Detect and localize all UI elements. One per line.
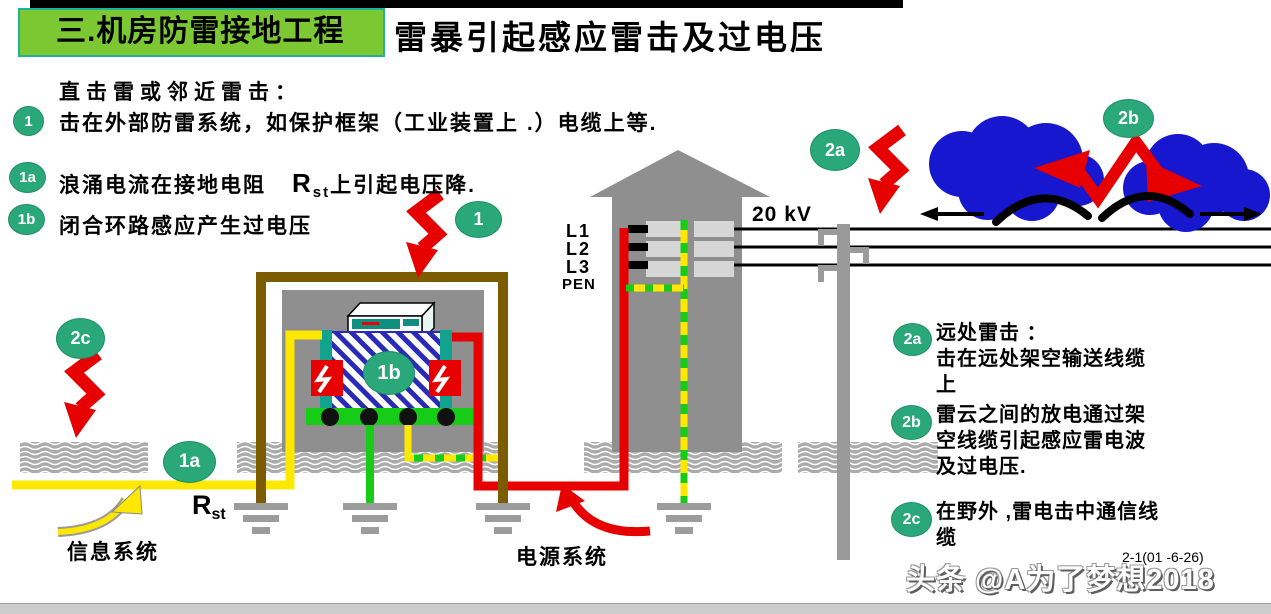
note-2b-line2: 空线缆引起感应雷电波 xyxy=(936,430,1146,452)
resistance-subscript: st xyxy=(312,184,331,201)
resistance-symbol: R xyxy=(292,168,313,198)
lightning-bolt-1 xyxy=(406,194,440,278)
note-1a-text: 浪涌电流在接地电阻 Rst上引起电压降. xyxy=(59,168,476,201)
lightning-protection-frame xyxy=(256,272,508,503)
label-pen: PEN xyxy=(562,276,596,293)
badge-2c-note: 2c xyxy=(891,502,932,537)
label-l3: L3 xyxy=(566,257,592,277)
bottom-gray-bar xyxy=(0,603,1271,614)
label-20kv: 20 kV xyxy=(752,203,812,226)
lightning-bolt-2c xyxy=(64,354,98,438)
lightning-bolt-2a xyxy=(868,130,902,214)
badge-1a-diagram: 1a xyxy=(163,441,216,483)
note-2c-line1: 在野外 ,雷电击中通信线 xyxy=(936,501,1160,523)
pe-conductor-tower xyxy=(626,220,688,506)
label-info-system: 信息系统 xyxy=(67,541,159,564)
badge-2b-diagram: 2b xyxy=(1103,99,1154,138)
badge-2b-note: 2b xyxy=(891,405,932,440)
label-power-system: 电源系统 xyxy=(516,546,608,569)
note-2c: 在野外 ,雷电击中通信线 缆 xyxy=(936,499,1159,551)
page-title: 雷暴引起感应雷击及过电压 xyxy=(394,19,826,56)
note-2a: 远处雷击 ： 击在远处架空输送线缆 上 xyxy=(936,320,1146,398)
badge-1b: 1b xyxy=(8,204,45,235)
note-1b-text: 闭合环路感应产生过电压 xyxy=(59,215,312,238)
rst-symbol: R xyxy=(192,490,212,520)
rst-subscript: st xyxy=(211,506,226,523)
slide-reference: 2-1(01 -6-26) xyxy=(1122,549,1204,565)
note-2a-line3: 上 xyxy=(936,374,957,396)
note-1-text: 击在外部防雷系统，如保护框架（工业装置上 .）电缆上等. xyxy=(59,112,658,135)
info-cable-yellow xyxy=(12,330,322,490)
watermark: 头条 @A为了梦想2018 xyxy=(906,564,1215,596)
power-lines xyxy=(734,227,1271,267)
note-2c-line2: 缆 xyxy=(936,527,957,549)
badge-2a-diagram: 2a xyxy=(810,129,860,171)
power-cable-red xyxy=(452,228,629,491)
induced-wave-arcs xyxy=(920,191,1262,226)
note-2b: 雷云之间的放电通过架 空线缆引起感应雷电波 及过电压. xyxy=(936,402,1146,480)
badge-1-diagram: 1 xyxy=(455,201,502,238)
note-1a-pre: 浪涌电流在接地电阻 xyxy=(59,174,266,197)
section-title: 三.机房防雷接地工程 xyxy=(56,15,345,48)
note-2b-line3: 及过电压. xyxy=(936,456,1027,478)
label-rst: Rst xyxy=(192,490,226,524)
bonding-conductor xyxy=(404,425,500,462)
top-black-bar xyxy=(30,0,903,8)
surge-protector-left xyxy=(311,360,343,396)
section-title-box: 三.机房防雷接地工程 xyxy=(18,8,385,57)
label-l1: L1 xyxy=(566,221,592,241)
badge-1a: 1a xyxy=(9,162,46,193)
note-2a-line1: 远处雷击 ： xyxy=(936,322,1048,344)
power-system-arrow xyxy=(556,484,651,537)
note-1a-post: 上引起电压降. xyxy=(330,174,476,197)
badge-1: 1 xyxy=(13,106,44,136)
equipotential-bus xyxy=(306,408,474,426)
badge-2c-diagram: 2c xyxy=(56,318,105,359)
label-l2: L2 xyxy=(566,239,592,259)
badge-1b-diagram: 1b xyxy=(363,351,415,395)
note-2a-line2: 击在远处架空输送线缆 xyxy=(936,348,1146,370)
note-2b-line1: 雷云之间的放电通过架 xyxy=(936,404,1146,426)
surge-protector-right xyxy=(429,360,461,396)
note-intro: 直击雷或邻近雷击： xyxy=(59,81,302,104)
info-system-arrow xyxy=(57,484,143,537)
cloud-discharge-arrow xyxy=(1034,131,1202,209)
badge-2a-note: 2a xyxy=(893,323,932,356)
utility-pole xyxy=(818,224,869,560)
transformer-tower xyxy=(590,150,770,452)
